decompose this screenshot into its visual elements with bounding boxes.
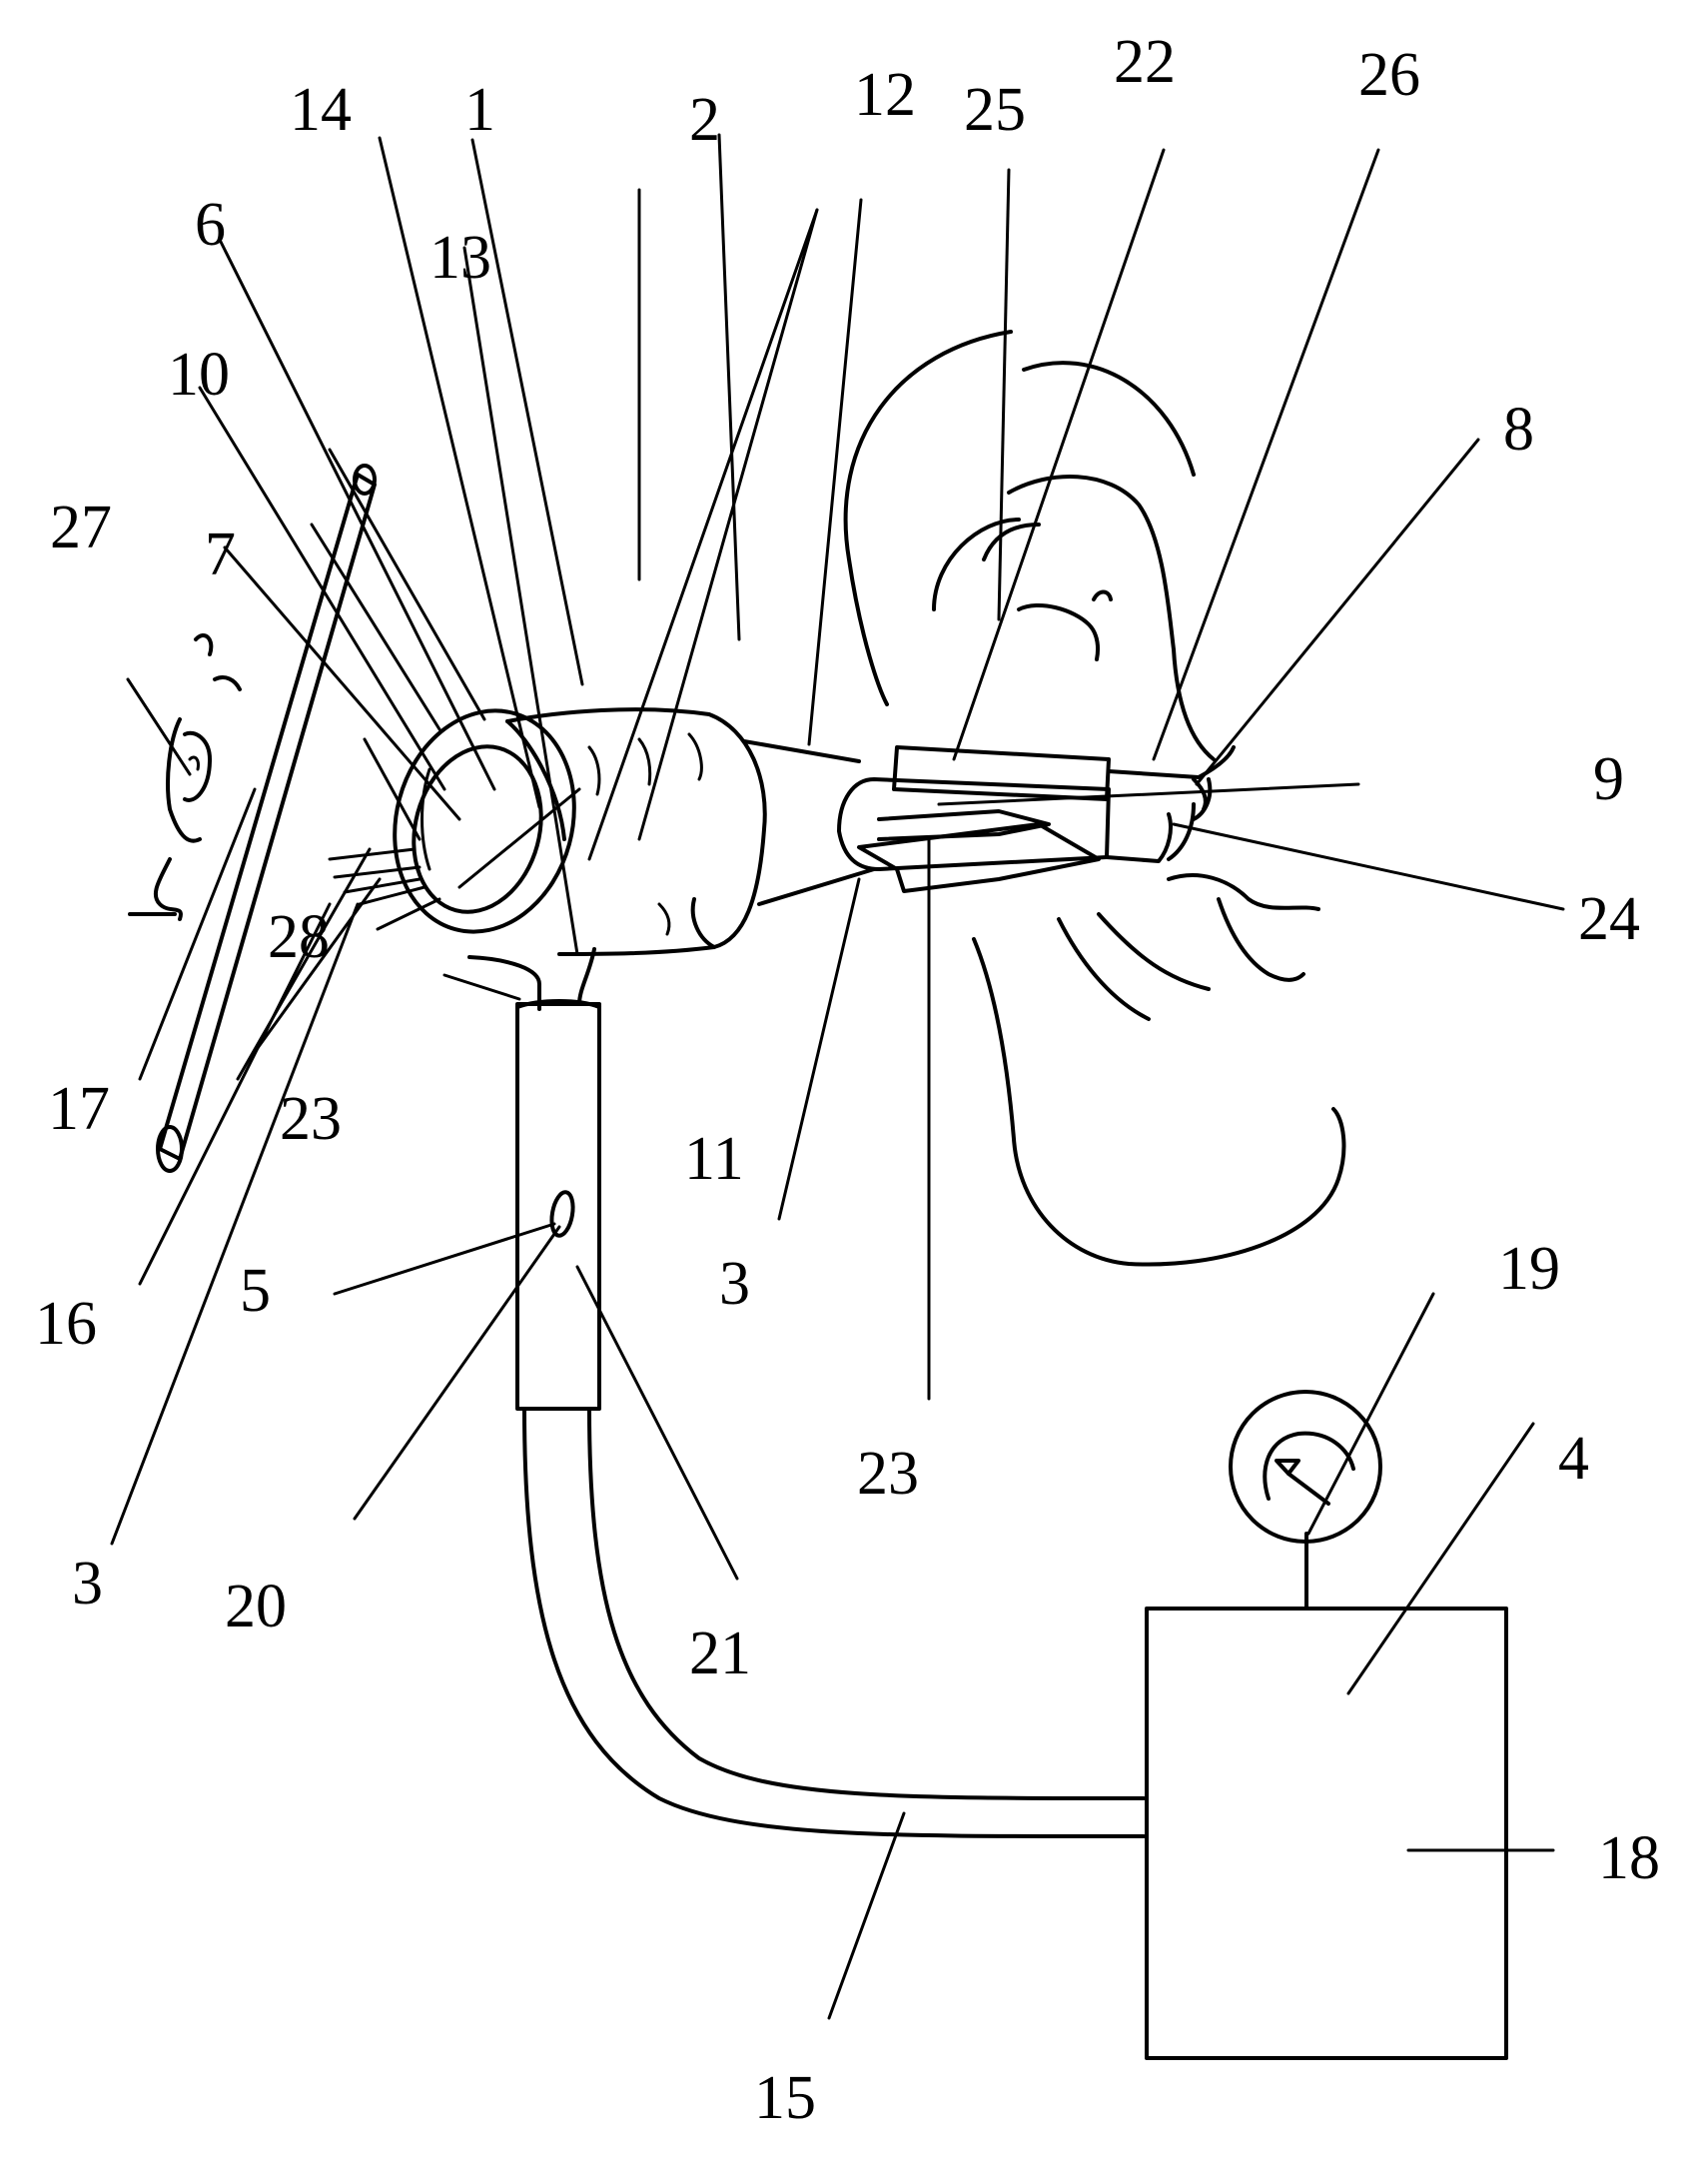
label-14: 14 (290, 76, 352, 144)
label-21: 21 (689, 1620, 751, 1687)
label-28: 28 (268, 903, 330, 971)
label-17: 17 (48, 1075, 110, 1143)
label-19: 19 (1498, 1235, 1560, 1303)
ear (843, 330, 1346, 1267)
hose (522, 1407, 1146, 1839)
label-7: 7 (205, 521, 236, 588)
label-5: 5 (240, 1257, 271, 1325)
label-11: 11 (684, 1125, 744, 1193)
label-27: 27 (50, 494, 112, 561)
label-18: 18 (1598, 1824, 1660, 1892)
leader-lines (110, 133, 1565, 2020)
hand-unit (505, 707, 876, 956)
label-2: 2 (689, 86, 720, 154)
label-26: 26 (1358, 41, 1420, 109)
ear-canal-nozzle (837, 745, 1236, 893)
console-box (1145, 1607, 1508, 2060)
handle (467, 947, 601, 1411)
label-24: 24 (1578, 885, 1640, 953)
label-23-left: 23 (280, 1085, 342, 1153)
label-9: 9 (1593, 745, 1624, 813)
label-16: 16 (35, 1290, 97, 1358)
label-3-middle: 3 (719, 1250, 750, 1318)
label-22: 22 (1114, 28, 1176, 96)
label-4: 4 (1558, 1425, 1589, 1493)
face-shield (156, 464, 377, 1173)
label-20: 20 (225, 1573, 287, 1640)
pressure-gauge (1229, 1390, 1382, 1611)
label-15: 15 (754, 2064, 816, 2132)
label-12: 12 (854, 61, 916, 129)
label-23-bottom: 23 (857, 1440, 919, 1508)
reference-numerals: 14 1 2 12 25 22 26 6 13 10 8 27 7 9 28 2… (35, 28, 1660, 2132)
label-6: 6 (195, 191, 226, 259)
label-3-left: 3 (72, 1550, 103, 1618)
label-25: 25 (964, 76, 1026, 144)
switch-button (549, 1190, 575, 1238)
eyepiece (328, 708, 576, 934)
label-1: 1 (464, 76, 495, 144)
face-profile (128, 633, 242, 921)
label-8: 8 (1503, 396, 1534, 464)
label-10: 10 (168, 341, 230, 409)
label-13: 13 (429, 224, 491, 292)
